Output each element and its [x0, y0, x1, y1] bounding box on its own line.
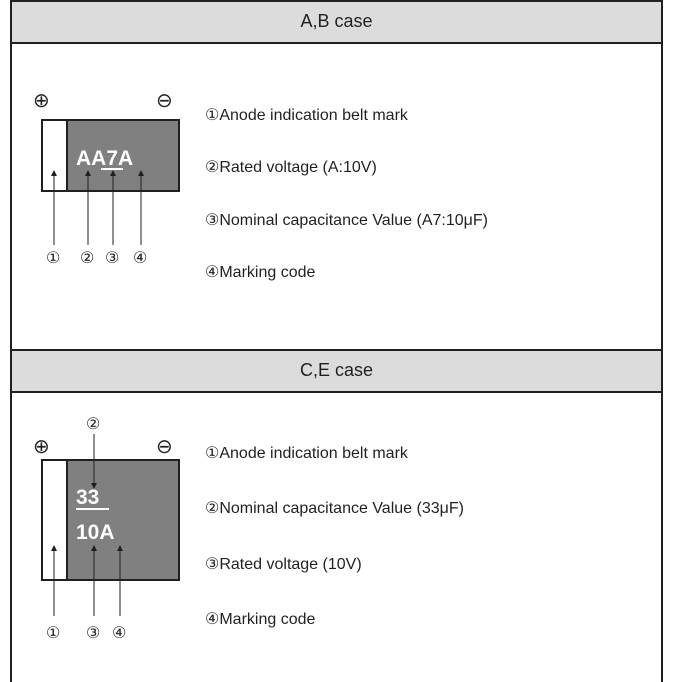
anode-belt-ab	[41, 119, 68, 192]
legend-item-1-ab: ①Anode indication belt mark	[205, 107, 408, 124]
section-header-ab: A,B case	[10, 0, 663, 44]
callout-3-ce: ③	[86, 625, 100, 642]
legend-item-3-ab: ③Nominal capacitance Value (A7:10μF)	[205, 212, 488, 229]
callout-1-ce: ①	[46, 625, 60, 642]
marking-line2-ce: 10A	[76, 521, 115, 544]
callout-2-ab: ②	[80, 250, 94, 267]
plus-symbol-ce: ⊕	[33, 436, 50, 458]
legend-item-3-ce: ③Rated voltage (10V)	[205, 556, 362, 573]
legend-item-4-ce: ④Marking code	[205, 611, 316, 628]
minus-symbol-ab: ⊖	[156, 90, 173, 112]
callout-4-ce: ④	[112, 625, 126, 642]
section-header-ce: C,E case	[10, 349, 663, 393]
callout-2-ce: ②	[86, 416, 100, 433]
legend-item-1-ce: ①Anode indication belt mark	[205, 445, 408, 462]
minus-symbol-ce: ⊖	[156, 436, 173, 458]
callout-3-ab: ③	[105, 250, 119, 267]
section-title-ce: C,E case	[299, 360, 374, 380]
legend-item-2-ab: ②Rated voltage (A:10V)	[205, 159, 377, 176]
marking-text-ab: AA7A	[76, 147, 133, 170]
plus-symbol-ab: ⊕	[33, 90, 50, 112]
capacitor-diagram-ab: ⊕ ⊖ AA7A ① ② ③ ④	[33, 90, 180, 267]
marking-line1-ce: 33	[76, 486, 99, 509]
section-title-ab: A,B case	[300, 11, 373, 31]
legend-item-4-ab: ④Marking code	[205, 264, 316, 281]
callout-1-ab: ①	[46, 250, 60, 267]
callout-4-ab: ④	[133, 250, 147, 267]
legend-item-2-ce: ②Nominal capacitance Value (33μF)	[205, 500, 464, 517]
capacitor-diagram-ce: ② ⊕ ⊖ 33 10A ① ③ ④	[33, 416, 180, 642]
